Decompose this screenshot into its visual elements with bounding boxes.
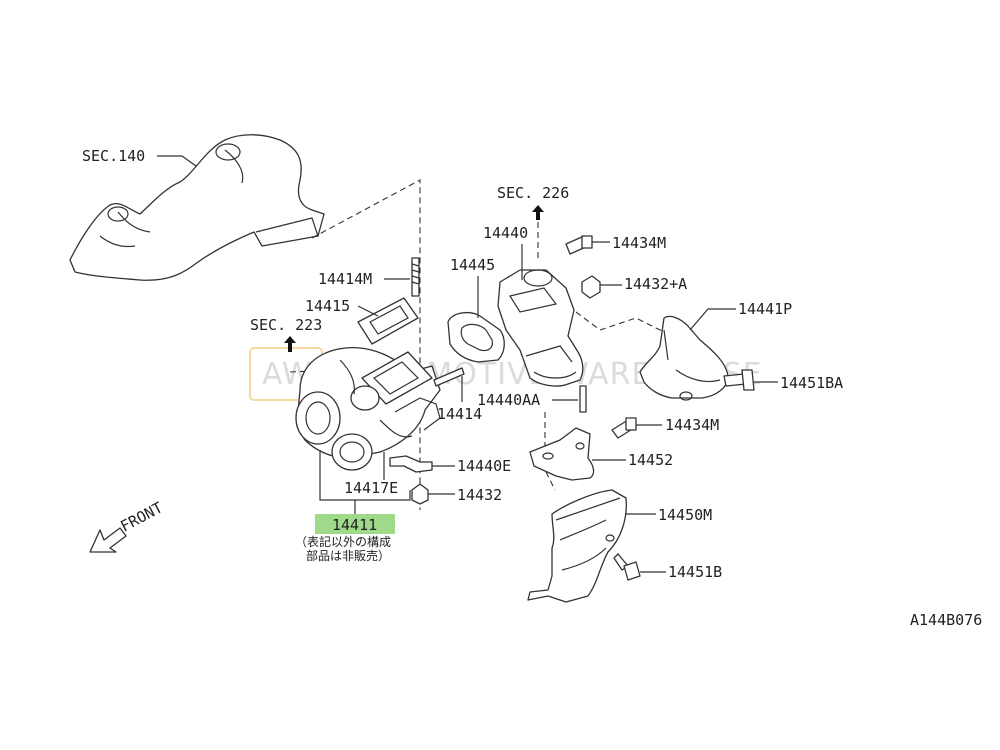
sec-226-label[interactable]: SEC. 226 — [497, 184, 569, 202]
stud-14414 — [433, 367, 465, 387]
nut-14432a — [581, 275, 601, 299]
part-14440aa-label[interactable]: 14440AA — [477, 391, 540, 409]
outlet-pipe-14440 — [497, 269, 584, 387]
part-14432-label[interactable]: 14432 — [457, 486, 502, 504]
note-line-1: （表記以外の構成 — [295, 534, 391, 549]
stud-14414m — [411, 257, 420, 297]
heat-shield-14450m — [527, 489, 627, 603]
part-14432a-label[interactable]: 14432+A — [624, 275, 687, 293]
bolt-14451ba — [723, 369, 755, 391]
part-14417e-label[interactable]: 14417E — [344, 479, 398, 497]
part-14450m-label[interactable]: 14450M — [658, 506, 712, 524]
part-14434m-mid-label[interactable]: 14434M — [665, 416, 719, 434]
part-14414-label[interactable]: 14414 — [437, 405, 482, 423]
part-14411-label[interactable]: 14411 — [332, 516, 377, 534]
part-14440e-label[interactable]: 14440E — [457, 457, 511, 475]
part-14451b-label[interactable]: 14451B — [668, 563, 722, 581]
diagram-code: A144B076 — [910, 611, 982, 629]
note-line-2: 部品は非販売） — [306, 548, 390, 563]
sec-226-arrow — [532, 205, 544, 220]
bracket-14440e — [389, 455, 433, 473]
part-14441p-label[interactable]: 14441P — [738, 300, 792, 318]
front-label: FRONT — [117, 498, 165, 535]
sec-223-label[interactable]: SEC. 223 — [250, 316, 322, 334]
part-14434m-top-label[interactable]: 14434M — [612, 234, 666, 252]
part-14414m-label[interactable]: 14414M — [318, 270, 372, 288]
turbocharger — [295, 346, 441, 471]
heat-shield-14441p — [639, 315, 729, 401]
part-14440-label[interactable]: 14440 — [483, 224, 528, 242]
sec-140-label[interactable]: SEC.140 — [82, 147, 145, 165]
part-14415-label[interactable]: 14415 — [305, 297, 350, 315]
bolt-14451b — [613, 553, 641, 581]
bolt-14434m-top — [565, 235, 593, 255]
exhaust-manifold — [69, 134, 325, 281]
part-14445-label[interactable]: 14445 — [450, 256, 495, 274]
gasket-14415 — [357, 297, 419, 345]
gasket-14445 — [447, 311, 505, 363]
bolt-14434m-mid — [611, 417, 637, 439]
part-14451ba-label[interactable]: 14451BA — [780, 374, 843, 392]
bracket-14452 — [529, 427, 595, 481]
front-arrow — [89, 527, 127, 553]
nut-14432 — [411, 483, 429, 505]
sec-223-arrow — [284, 336, 296, 352]
stud-14440aa — [579, 385, 587, 413]
part-14452-label[interactable]: 14452 — [628, 451, 673, 469]
part-14411-highlight — [315, 514, 395, 534]
